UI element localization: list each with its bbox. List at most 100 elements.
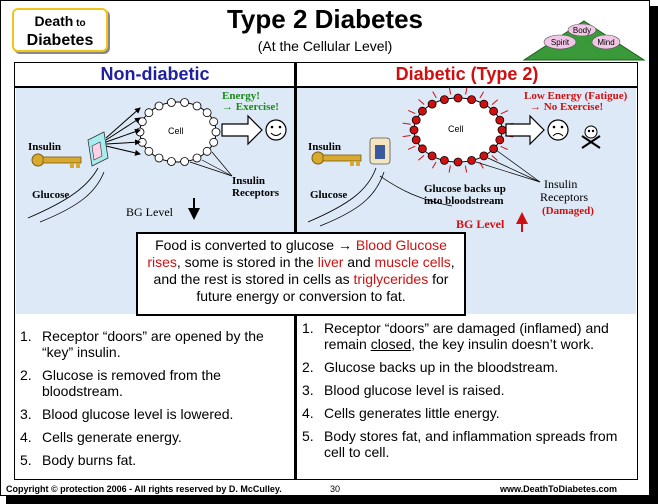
receptor bbox=[166, 98, 176, 107]
right-door-inner bbox=[375, 145, 385, 159]
body-spirit-mind-triangle: Body Spirit Mind bbox=[522, 20, 646, 61]
list-item: 5.Body burns fat. bbox=[20, 452, 137, 468]
receptor bbox=[417, 144, 427, 154]
receptor bbox=[202, 146, 212, 156]
page-subtitle: (At the Cellular Level) bbox=[257, 38, 393, 54]
non-diabetic-heading: Non-diabetic bbox=[100, 64, 210, 84]
left-receptors-label-2: Receptors bbox=[232, 187, 280, 199]
inflammation-spike bbox=[500, 110, 509, 115]
receptor bbox=[209, 137, 219, 147]
receptor bbox=[180, 98, 190, 107]
left-receptors-label-1: Insulin bbox=[232, 175, 265, 187]
inflammation-spike bbox=[407, 109, 416, 115]
left-insulin-label: Insulin bbox=[28, 141, 61, 153]
triangle-body-label: Body bbox=[573, 26, 591, 35]
food-text-7: , and the rest is stored in cells as bbox=[153, 254, 455, 287]
food-text-3: , some is stored in the bbox=[176, 254, 318, 270]
left-receptor-pointer-lines bbox=[189, 151, 233, 177]
list-item: 3.Blood glucose level is raised. bbox=[302, 382, 505, 398]
receptor bbox=[144, 146, 154, 156]
right-low-energy-arrow-icon bbox=[505, 114, 545, 146]
list-item: 4.Cells generates little energy. bbox=[302, 405, 500, 421]
receptor bbox=[154, 153, 164, 163]
inflammation-spike bbox=[417, 155, 425, 161]
right-receptors-label-1: Insulin bbox=[544, 177, 577, 191]
receptor bbox=[166, 157, 176, 166]
receptor bbox=[211, 127, 221, 137]
inflammation-spike bbox=[464, 165, 468, 173]
backs-up-label-1: Glucose backs up bbox=[424, 183, 506, 195]
inflammation-spike bbox=[491, 155, 498, 161]
receptor bbox=[411, 135, 421, 145]
slide-shadow-bottom bbox=[6, 496, 658, 504]
diabetic-heading: Diabetic (Type 2) bbox=[395, 64, 539, 84]
inflammation-spike bbox=[465, 87, 468, 95]
inflammation-spike bbox=[402, 135, 411, 138]
left-glucose-label: Glucose bbox=[32, 189, 69, 201]
mind-oval bbox=[591, 34, 621, 50]
receptor bbox=[411, 115, 421, 125]
food-text-blood-glucose: Blood Glucose rises bbox=[147, 237, 447, 270]
no-exercise-label: → No Exercise! bbox=[530, 101, 603, 113]
backs-up-label-2: into bloodstream bbox=[424, 195, 504, 207]
food-text-muscle-cells: muscle cells bbox=[374, 254, 451, 270]
body-oval bbox=[567, 23, 597, 37]
receptor bbox=[409, 125, 419, 135]
food-conversion-box: Food is converted to glucose → Blood Glu… bbox=[136, 232, 466, 316]
left-bg-level-label: BG Level bbox=[126, 205, 174, 219]
left-door-inner bbox=[91, 141, 103, 161]
left-cell-label: Cell bbox=[168, 126, 184, 136]
right-glucose-label: Glucose bbox=[310, 189, 347, 201]
right-cell bbox=[402, 87, 514, 173]
triangle-mind-label: Mind bbox=[597, 38, 614, 47]
left-glucose-arrows bbox=[105, 107, 141, 156]
skull-crossbones-icon bbox=[581, 125, 601, 149]
frown-face-icon bbox=[547, 119, 569, 141]
triangle-spirit-label: Spirit bbox=[551, 38, 570, 47]
right-bg-level-label: BG Level bbox=[456, 217, 505, 231]
receptor bbox=[180, 157, 190, 166]
receptor bbox=[467, 95, 477, 104]
smiley-face-icon bbox=[265, 119, 287, 141]
inflammation-spike bbox=[432, 91, 437, 99]
inflammation-spike bbox=[479, 91, 485, 99]
receptor bbox=[192, 153, 202, 163]
inflammation-spike bbox=[418, 99, 425, 105]
inflammation-spike bbox=[402, 122, 411, 125]
receptor bbox=[439, 155, 449, 165]
energy-label: Energy! bbox=[222, 90, 260, 102]
low-energy-label: Low Energy (Fatigue) bbox=[524, 90, 628, 102]
right-insulin-key-icon bbox=[311, 151, 362, 166]
receptor bbox=[489, 106, 499, 116]
inflammation-spike bbox=[500, 145, 509, 151]
list-item: 2.Glucose is removed from the bloodstrea… bbox=[20, 367, 221, 399]
receptor bbox=[154, 101, 164, 111]
inflammation-spike bbox=[491, 99, 499, 105]
copyright-footer: Copyright © protection 2006 - All rights… bbox=[6, 484, 282, 494]
receptor bbox=[209, 117, 219, 127]
receptor bbox=[417, 106, 427, 116]
comparison-panels bbox=[14, 62, 638, 480]
slide-shadow-right bbox=[650, 6, 658, 504]
inflammation-spike bbox=[431, 161, 437, 169]
receptor bbox=[479, 99, 489, 109]
page-number: 30 bbox=[330, 484, 341, 494]
receptor bbox=[495, 135, 505, 145]
inflammation-spike bbox=[448, 87, 452, 95]
list-item: 3.Blood glucose level is lowered. bbox=[20, 406, 234, 422]
food-text-5: and bbox=[343, 254, 375, 270]
receptor bbox=[427, 151, 437, 161]
receptor bbox=[479, 151, 489, 161]
receptor bbox=[489, 144, 499, 154]
diabetic-steps: 1.Receptor “doors” are damaged (inflamed… bbox=[302, 320, 634, 467]
food-text-9: for future energy or conversion to fat. bbox=[196, 271, 449, 304]
list-item: 5.Body stores fat, and inflammation spre… bbox=[302, 428, 618, 460]
left-insulin-key-icon bbox=[31, 153, 82, 168]
list-item: 1.Receptor “doors” are opened by the “ke… bbox=[20, 328, 264, 360]
right-cell-label: Cell bbox=[448, 124, 464, 134]
death-to-diabetes-logo: Death to Diabetes bbox=[12, 8, 108, 52]
receptor bbox=[427, 99, 437, 109]
receptor bbox=[144, 108, 154, 118]
inflammation-spike bbox=[448, 165, 451, 173]
